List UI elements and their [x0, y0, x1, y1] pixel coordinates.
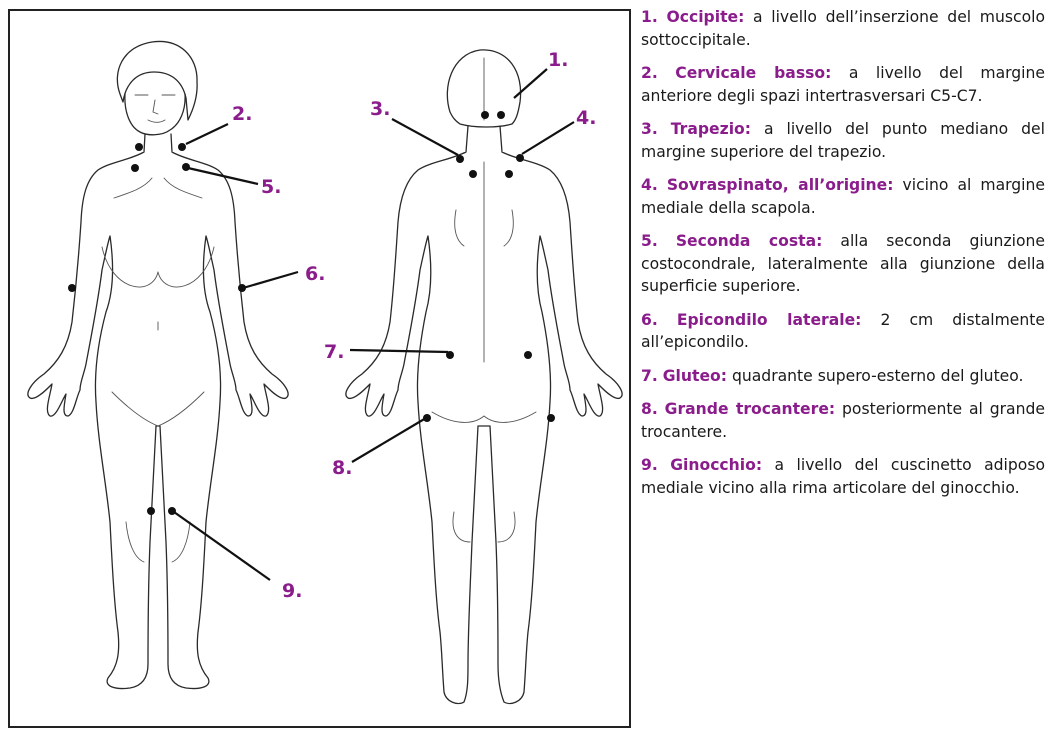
legend-number: 5. — [641, 232, 658, 250]
leader-1 — [514, 69, 547, 98]
legend-item-1: 1. Occipite: a livello dell’inserzione d… — [641, 6, 1045, 51]
legend-term: Trapezio: — [671, 120, 751, 138]
leader-5 — [188, 168, 258, 184]
body-diagram-panel: 2. 5. 6. 9. 1. 3. 4. 7. 8. — [8, 9, 631, 728]
legend-item-5: 5. Seconda costa: alla seconda giunzione… — [641, 230, 1045, 298]
tender-point-5-right — [182, 163, 190, 171]
tender-point-6-left — [68, 284, 76, 292]
legend-number: 8. — [641, 400, 658, 418]
legend-term: Cervicale basso: — [675, 64, 831, 82]
back-figure — [346, 50, 622, 704]
legend-item-3: 3. Trapezio: a livello del punto mediano… — [641, 118, 1045, 163]
leader-lines — [174, 69, 574, 580]
front-figure — [28, 41, 288, 688]
marker-label-4: 4. — [576, 107, 596, 129]
leader-9 — [174, 512, 270, 580]
leader-2 — [186, 124, 228, 144]
legend-number: 7. — [641, 367, 658, 385]
legend-term: Epicondilo laterale: — [677, 311, 862, 329]
tender-point-legend: 1. Occipite: a livello dell’inserzione d… — [641, 6, 1045, 510]
tender-point-9-left — [147, 507, 155, 515]
tender-point-3-left — [456, 155, 464, 163]
tender-point-1-left — [481, 111, 489, 119]
tender-point-7-right — [524, 351, 532, 359]
tender-point-5-left — [131, 164, 139, 172]
marker-label-7: 7. — [324, 341, 344, 363]
leader-7 — [350, 350, 448, 352]
marker-label-6: 6. — [305, 263, 325, 285]
legend-number: 1. — [641, 8, 658, 26]
legend-number: 3. — [641, 120, 658, 138]
marker-label-3: 3. — [370, 98, 390, 120]
legend-item-2: 2. Cervicale basso: a livello del margin… — [641, 62, 1045, 107]
front-hair — [117, 41, 197, 120]
legend-item-9: 9. Ginocchio: a livello del cuscinetto a… — [641, 454, 1045, 499]
legend-number: 6. — [641, 311, 658, 329]
leader-8 — [352, 418, 426, 462]
marker-label-5: 5. — [261, 176, 281, 198]
legend-term: Grande trocantere: — [665, 400, 835, 418]
front-body-outline — [28, 134, 288, 689]
body-diagram: 2. 5. 6. 9. 1. 3. 4. 7. 8. — [10, 11, 633, 730]
leader-3 — [392, 119, 458, 155]
marker-label-2: 2. — [232, 103, 252, 125]
legend-number: 9. — [641, 456, 658, 474]
legend-term: Sovraspinato, all’origine: — [667, 176, 894, 194]
legend-description: quadrante supero-esterno del gluteo. — [732, 367, 1024, 385]
legend-term: Occipite: — [666, 8, 744, 26]
tender-point-2-right — [178, 143, 186, 151]
tender-point-4-right — [505, 170, 513, 178]
tender-point-8-left — [423, 414, 431, 422]
tender-point-6-right — [238, 284, 246, 292]
tender-point-1-right — [497, 111, 505, 119]
legend-number: 2. — [641, 64, 658, 82]
marker-label-1: 1. — [548, 49, 568, 71]
legend-item-4: 4. Sovraspinato, all’origine: vicino al … — [641, 174, 1045, 219]
tender-point-9-right — [168, 507, 176, 515]
marker-label-8: 8. — [332, 457, 352, 479]
tender-point-3-right — [516, 154, 524, 162]
legend-term: Ginocchio: — [670, 456, 762, 474]
legend-term: Gluteo: — [663, 367, 727, 385]
leader-6 — [243, 272, 298, 288]
marker-label-9: 9. — [282, 580, 302, 602]
tender-points — [68, 111, 555, 515]
legend-item-6: 6. Epicondilo laterale: 2 cm distalmente… — [641, 309, 1045, 354]
legend-number: 4. — [641, 176, 658, 194]
leader-4 — [522, 122, 574, 154]
legend-term: Seconda costa: — [676, 232, 823, 250]
tender-point-4-left — [469, 170, 477, 178]
tender-point-7-left — [446, 351, 454, 359]
legend-item-7: 7. Gluteo: quadrante supero-esterno del … — [641, 365, 1045, 388]
tender-point-8-right — [547, 414, 555, 422]
legend-item-8: 8. Grande trocantere: posteriormente al … — [641, 398, 1045, 443]
tender-point-2-left — [135, 143, 143, 151]
